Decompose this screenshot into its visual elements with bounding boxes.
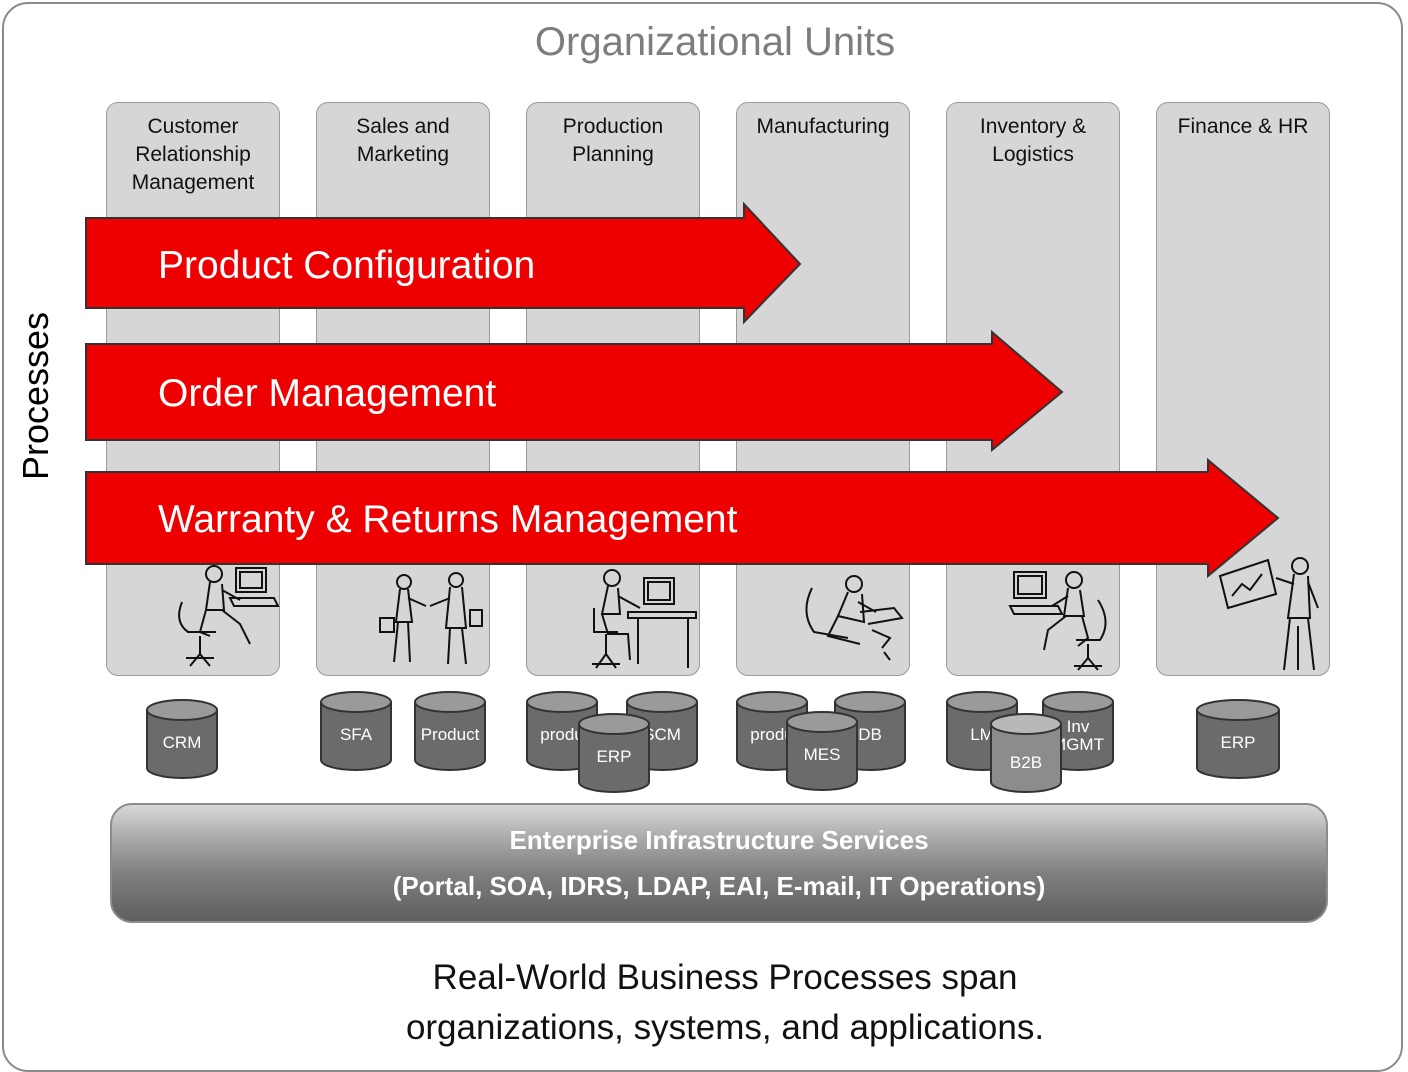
database-label: Inv MGMT [1052,717,1104,754]
database-erp-production: ERP [578,712,650,793]
desk-worker-icon [592,569,697,669]
office-worker-icon [805,575,904,661]
diagram-title: Organizational Units [534,20,896,64]
database-erp-finance: ERP [1196,698,1280,779]
desk-worker-icon [1008,571,1107,671]
infrastructure-title: Enterprise Infrastructure Services [509,825,929,855]
database-cylinder-icon [990,713,1062,793]
database-cylinder-icon [320,691,392,771]
database-label: ERP [596,747,632,766]
process-label: Product Configuration [158,244,536,287]
database-product: Product [414,690,486,771]
footer-caption-line-2: organizations, systems, and applications… [405,1008,1045,1047]
footer-caption-line-1: Real-World Business Processes span [432,958,1018,997]
database-label: produ [750,725,794,744]
database-cylinder-icon [1196,699,1280,779]
unit-label: Manufacturing [756,115,890,138]
process-arrow-order-management: Order Management [85,329,1066,453]
unit-label: Sales and Marketing [356,115,450,166]
unit-label: Customer Relationship Management [131,115,255,194]
database-label: LM [970,725,994,744]
database-b2b: B2B [990,712,1062,793]
infrastructure-services-bar: Enterprise Infrastructure Services (Port… [110,803,1328,923]
processes-axis-label: Processes [15,311,56,481]
process-arrow-warranty-returns: Warranty & Returns Management [85,457,1282,579]
database-mes: MES [786,710,858,791]
database-label: SCM [643,725,681,744]
database-cylinder-icon [414,691,486,771]
unit-label: Production Planning [562,115,664,166]
database-sfa: SFA [320,690,392,771]
red-arrow-shape [85,457,1280,579]
database-cylinder-icon [146,699,218,779]
presenter-chart-icon [1218,557,1319,671]
database-cylinder-icon [786,711,858,791]
red-arrow-shape [85,201,802,325]
database-label: SFA [339,725,373,744]
handshake-people-icon [379,572,483,665]
red-arrow-shape [85,329,1064,453]
database-crm: CRM [146,698,218,779]
database-cylinder-icon [578,713,650,793]
database-label: B2B [1009,753,1043,772]
process-label: Warranty & Returns Management [158,498,738,541]
infrastructure-details: (Portal, SOA, IDRS, LDAP, EAI, E-mail, I… [392,871,1046,901]
database-label: ERP [1220,733,1256,752]
database-label: Product [420,725,480,744]
database-label: produ [540,725,584,744]
database-label: CRM [162,733,202,752]
desk-worker-icon [178,565,280,667]
unit-column-finance-hr: Finance & HR [1156,102,1330,676]
process-arrow-product-configuration: Product Configuration [85,201,802,325]
unit-label: Inventory & Logistics [979,115,1087,166]
process-label: Order Management [158,372,497,415]
database-label: MES [803,745,841,764]
unit-label: Finance & HR [1177,115,1309,138]
database-label: DB [858,725,882,744]
